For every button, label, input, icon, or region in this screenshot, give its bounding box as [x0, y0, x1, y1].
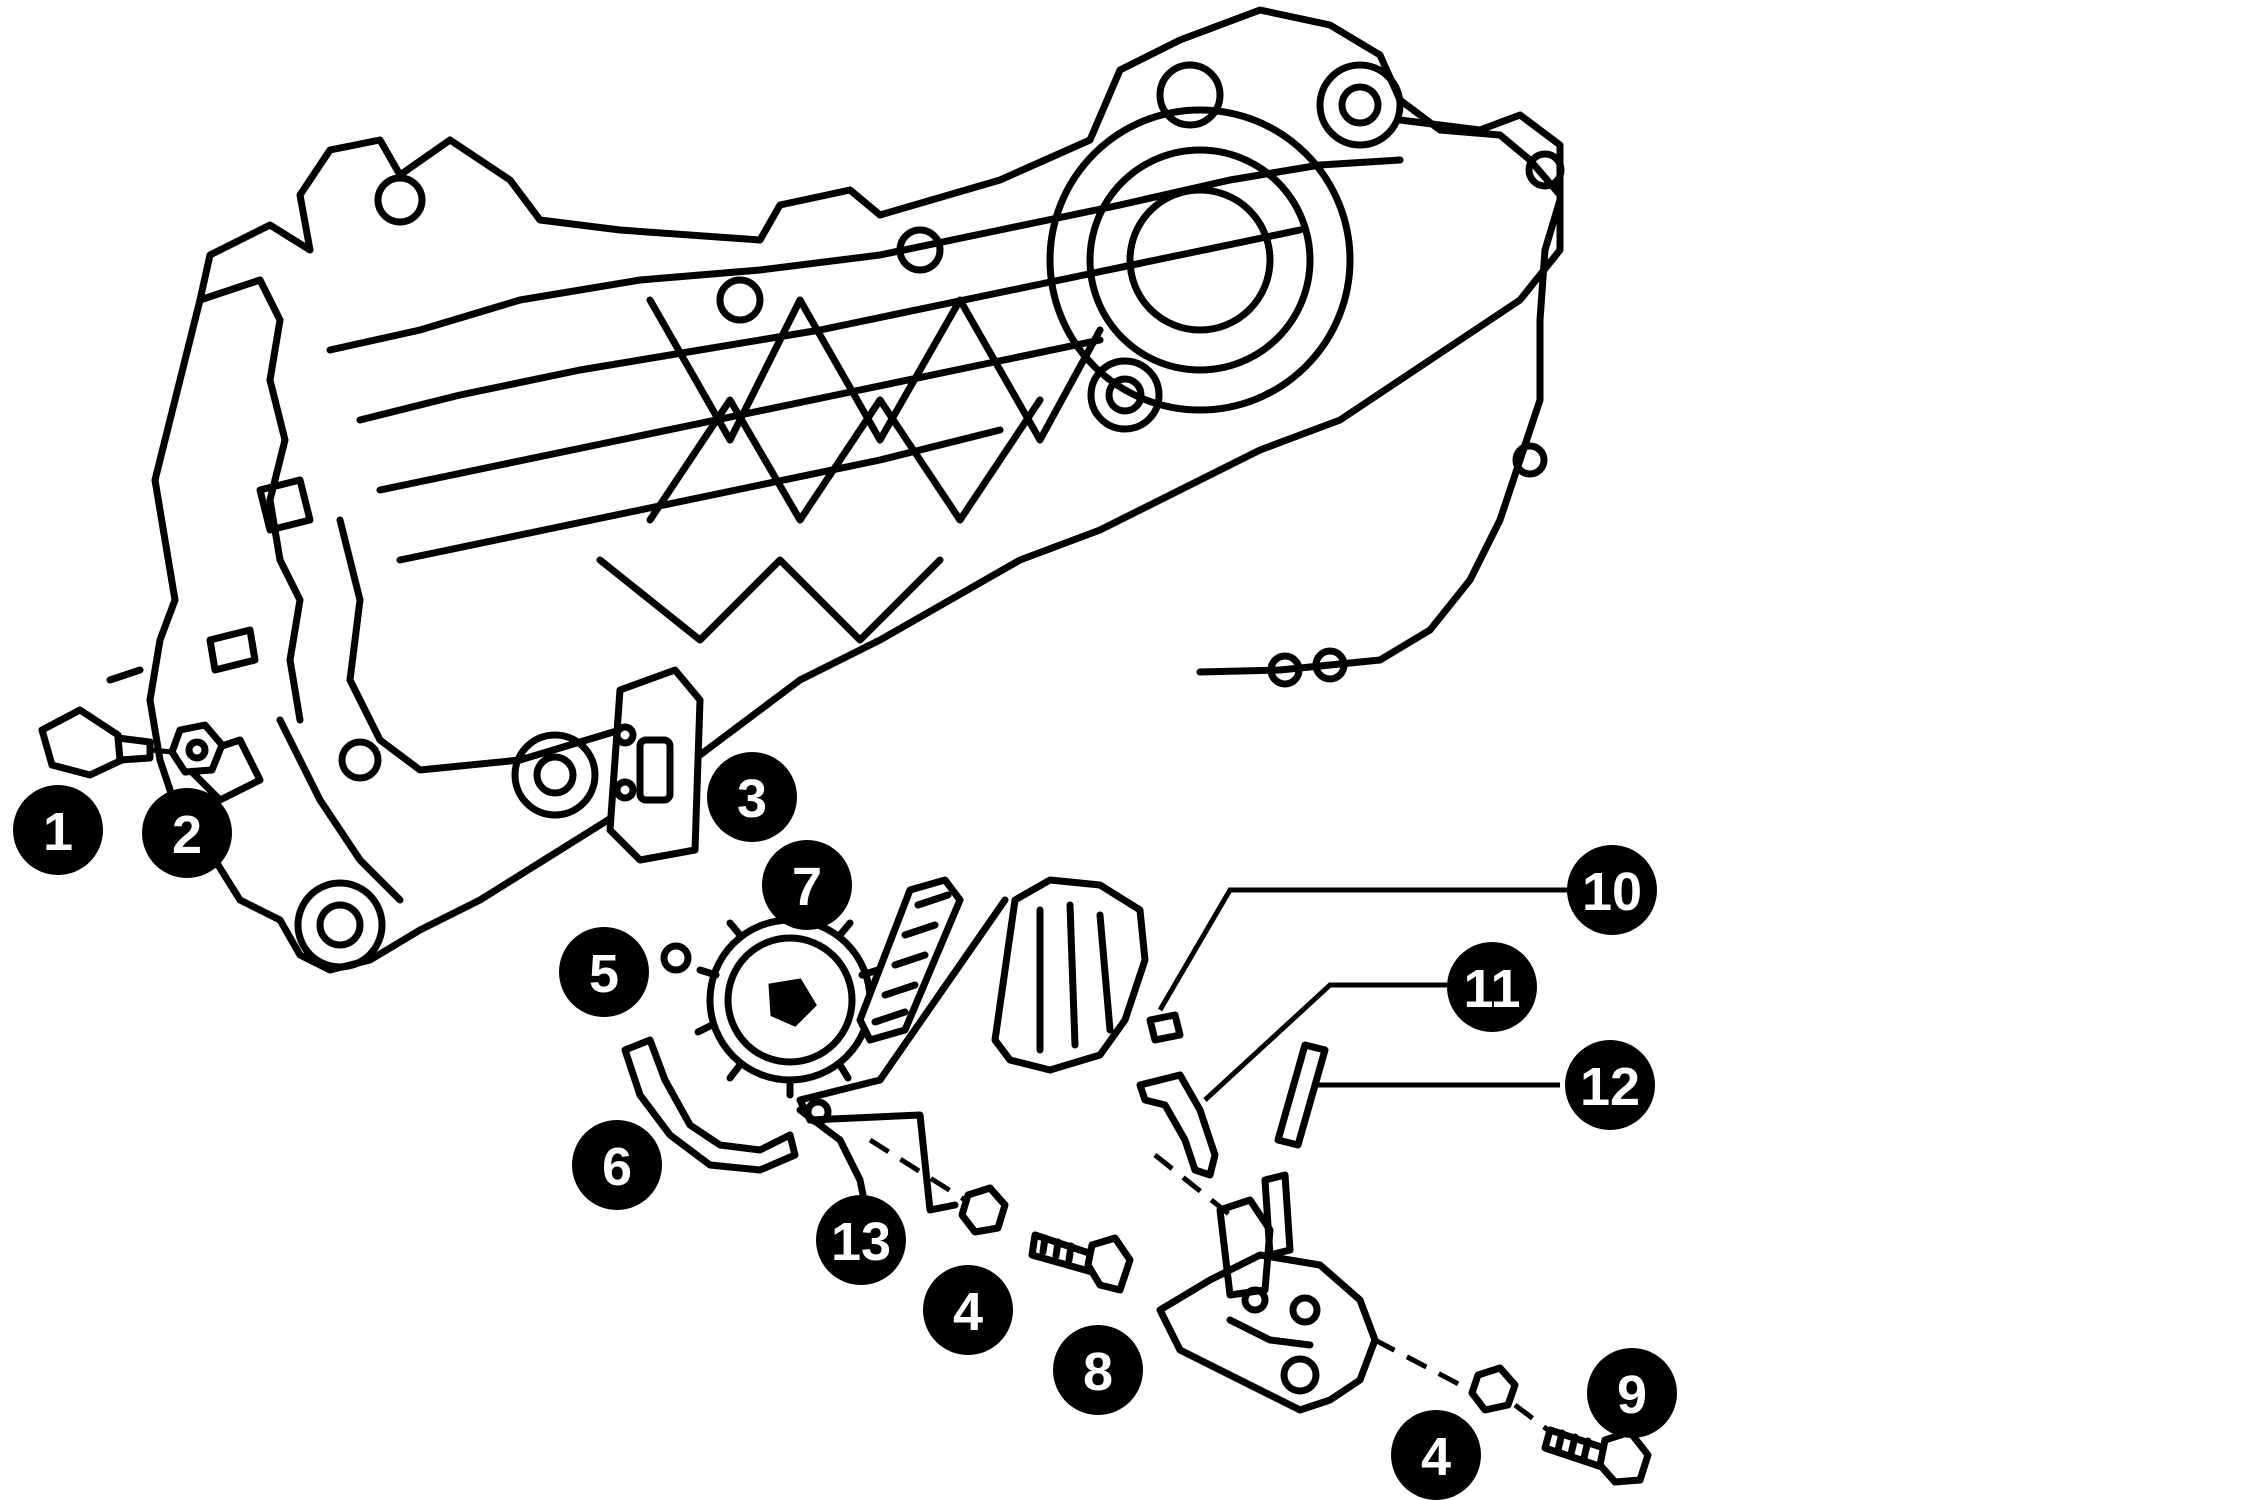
callouts: 1 2 3 4 4 5 6 7	[13, 752, 1677, 1500]
svg-text:7: 7	[792, 857, 822, 917]
svg-text:11: 11	[1463, 959, 1520, 1019]
part-3-gasket-plate	[606, 666, 704, 864]
callout-13: 13	[816, 1195, 906, 1285]
callout-2: 2	[142, 788, 232, 878]
callout-6: 6	[572, 1120, 662, 1210]
callout-3: 3	[707, 752, 797, 842]
part-7-drive-gear	[694, 901, 884, 1099]
svg-text:13: 13	[831, 1212, 891, 1272]
callout-1: 1	[13, 785, 103, 875]
part-8-bolt	[1028, 1231, 1134, 1294]
part-5-ball	[660, 942, 692, 974]
callout-9: 9	[1587, 1348, 1677, 1438]
part-11-seal	[1136, 1071, 1219, 1179]
part-1-sensor-bolt	[38, 706, 154, 779]
assembly-axis-lines	[151, 747, 1550, 1432]
svg-text:9: 9	[1617, 1365, 1647, 1425]
part-10-key	[1146, 1011, 1184, 1044]
part-12-shaft	[1274, 1041, 1329, 1149]
part-6-chain-guide	[621, 1036, 799, 1174]
oil-pump-body	[1156, 1171, 1379, 1414]
callout-5: 5	[559, 927, 649, 1017]
svg-text:8: 8	[1083, 1342, 1113, 1402]
crankcase-housing	[106, 6, 1565, 974]
callout-12: 12	[1565, 1040, 1655, 1130]
callout-7: 7	[762, 840, 852, 930]
svg-text:4: 4	[953, 1282, 983, 1342]
drive-chain	[856, 876, 964, 1044]
callout-11: 11	[1447, 942, 1537, 1032]
svg-text:3: 3	[737, 769, 767, 829]
callout-8: 8	[1053, 1325, 1143, 1415]
part-4-nut-upper	[958, 1184, 1009, 1236]
leader-lines	[1157, 887, 1570, 1102]
callout-10: 10	[1567, 845, 1657, 935]
svg-text:6: 6	[602, 1137, 632, 1197]
svg-text:5: 5	[589, 944, 619, 1004]
svg-text:12: 12	[1580, 1057, 1640, 1117]
svg-text:10: 10	[1582, 862, 1642, 922]
callout-4-upper: 4	[923, 1265, 1013, 1355]
svg-text:1: 1	[43, 802, 73, 862]
svg-text:4: 4	[1421, 1427, 1451, 1487]
part-2-nut	[168, 721, 226, 776]
svg-text:2: 2	[172, 805, 202, 865]
callout-4-lower: 4	[1391, 1410, 1481, 1500]
part-4-washer-lower	[1468, 1364, 1519, 1414]
